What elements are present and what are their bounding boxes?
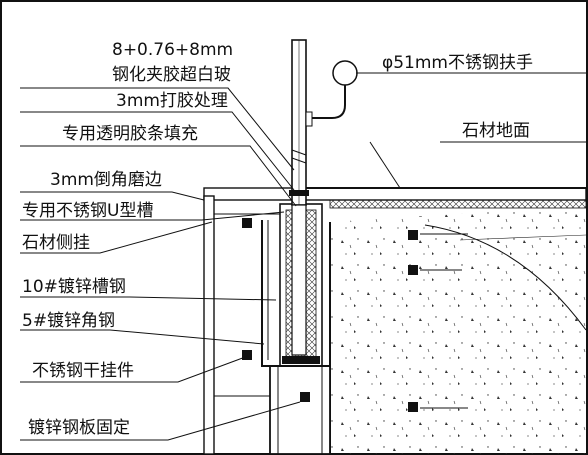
label-u-channel: 专用不锈钢U型槽 <box>22 201 153 221</box>
label-filler: 专用透明胶条填充 <box>62 124 198 144</box>
label-glass-spec-2: 钢化夹胶超白玻 <box>112 65 231 85</box>
label-plate-fix: 镀锌钢板固定 <box>28 418 130 438</box>
anchor-bolts <box>242 218 468 412</box>
label-dry-hang: 不锈钢干挂件 <box>32 361 134 381</box>
label-channel-steel: 10#镀锌槽钢 <box>22 277 126 297</box>
label-side-hang: 石材侧挂 <box>22 233 90 253</box>
label-angle-steel: 5#镀锌角钢 <box>22 311 115 331</box>
galvanized-angle-steel <box>261 220 330 367</box>
handrail-assembly <box>305 60 358 127</box>
label-stone-floor: 石材地面 <box>462 121 530 141</box>
leader-lines <box>20 72 586 441</box>
annotation-labels: 8+0.76+8mm 钢化夹胶超白玻 3mm打胶处理 专用透明胶条填充 3mm倒… <box>22 40 533 438</box>
label-handrail: φ51mm不锈钢扶手 <box>382 53 533 73</box>
stone-floor <box>203 187 587 209</box>
label-glue: 3mm打胶处理 <box>116 91 228 111</box>
stone-side-cladding <box>203 195 280 455</box>
label-chamfer: 3mm倒角磨边 <box>50 170 162 190</box>
label-glass-spec-1: 8+0.76+8mm <box>112 40 233 60</box>
laminated-glass <box>289 39 309 356</box>
handrail-tube <box>332 60 358 86</box>
galvanized-channel-steel <box>269 365 331 455</box>
concrete-slab <box>329 206 587 454</box>
